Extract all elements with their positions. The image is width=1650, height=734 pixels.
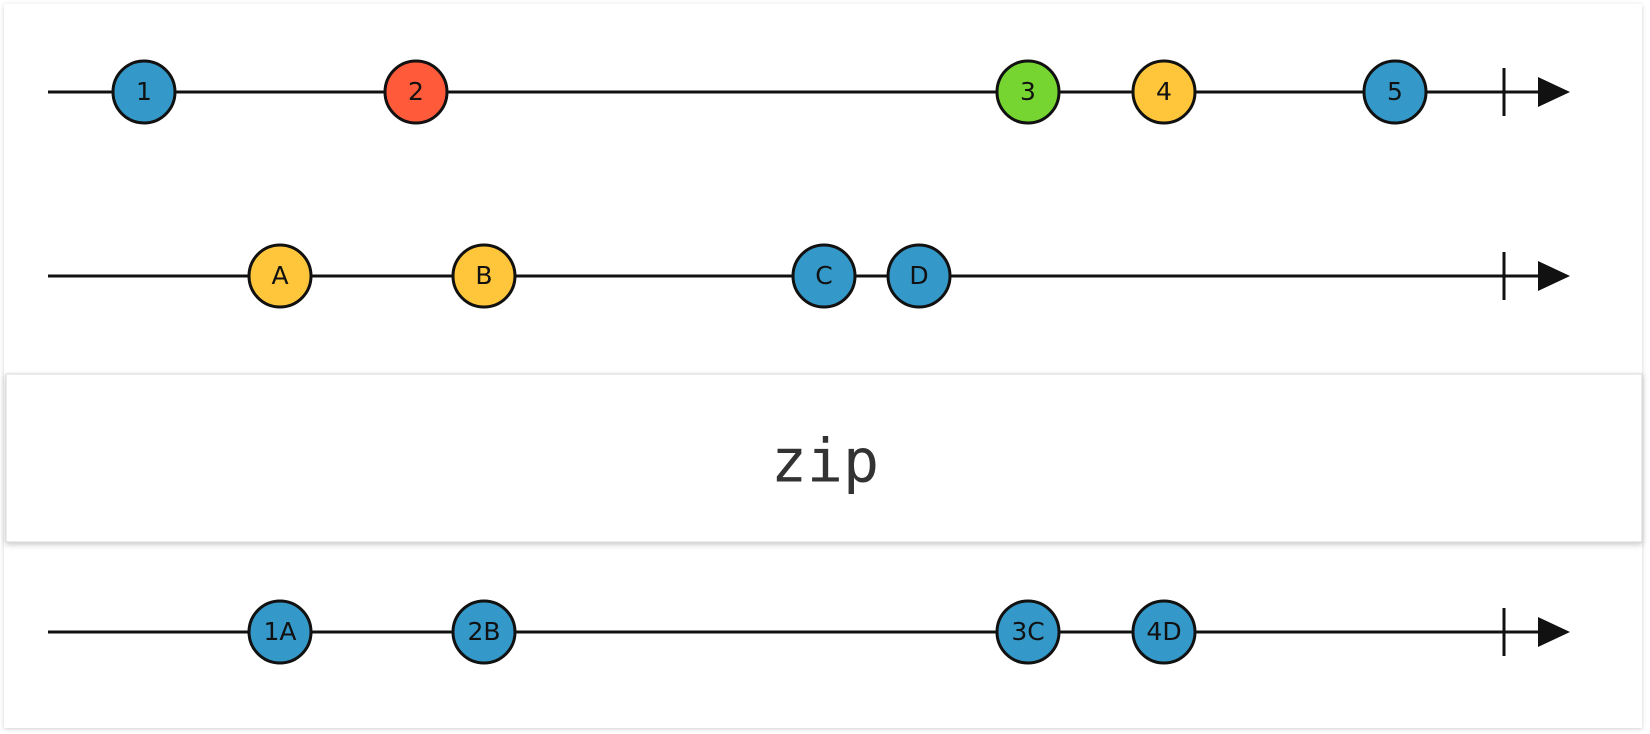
output-timeline: 1A 2B 3C 4D [48,599,1570,665]
marble-circle [1131,59,1197,125]
marble-A: A [247,243,313,309]
marble-label: A [271,261,288,290]
marble-circle [247,243,313,309]
marble-3: 3 [995,59,1061,125]
marble-circle [995,599,1061,665]
marble-circle [383,59,449,125]
input-timeline-2: A B C D [48,243,1570,309]
marble-label: 2 [408,77,424,106]
marble-label: 2B [467,617,500,646]
marble-2: 2 [383,59,449,125]
marble-circle [451,599,517,665]
marble-C: C [791,243,857,309]
marble-label: 5 [1387,77,1403,106]
marble-circle [247,599,313,665]
marble-1A: 1A [247,599,313,665]
marble-1: 1 [111,59,177,125]
marble-label: 1 [136,77,152,106]
timeline-arrow-icon [1538,261,1570,291]
operator-label: zip [771,427,879,497]
timeline-arrow-icon [1538,617,1570,647]
marble-circle [111,59,177,125]
marble-label: 3C [1011,617,1044,646]
marble-circle [1131,599,1197,665]
marble-4: 4 [1131,59,1197,125]
marble-5: 5 [1362,59,1428,125]
timeline-arrow-icon [1538,77,1570,107]
marble-circle [886,243,952,309]
marble-label: D [909,261,928,290]
marble-label: 1A [263,617,296,646]
input-timeline-1: 1 2 3 4 5 [48,59,1570,125]
marble-label: 4D [1146,617,1181,646]
marble-label: 3 [1020,77,1036,106]
marble-D: D [886,243,952,309]
marble-4D: 4D [1131,599,1197,665]
marble-3C: 3C [995,599,1061,665]
marble-circle [791,243,857,309]
marble-circle [451,243,517,309]
marble-B: B [451,243,517,309]
marble-2B: 2B [451,599,517,665]
marble-label: B [475,261,492,290]
marble-label: C [815,261,832,290]
operator-box: zip [5,373,1643,543]
marble-circle [1362,59,1428,125]
marble-circle [995,59,1061,125]
marble-label: 4 [1156,77,1172,106]
